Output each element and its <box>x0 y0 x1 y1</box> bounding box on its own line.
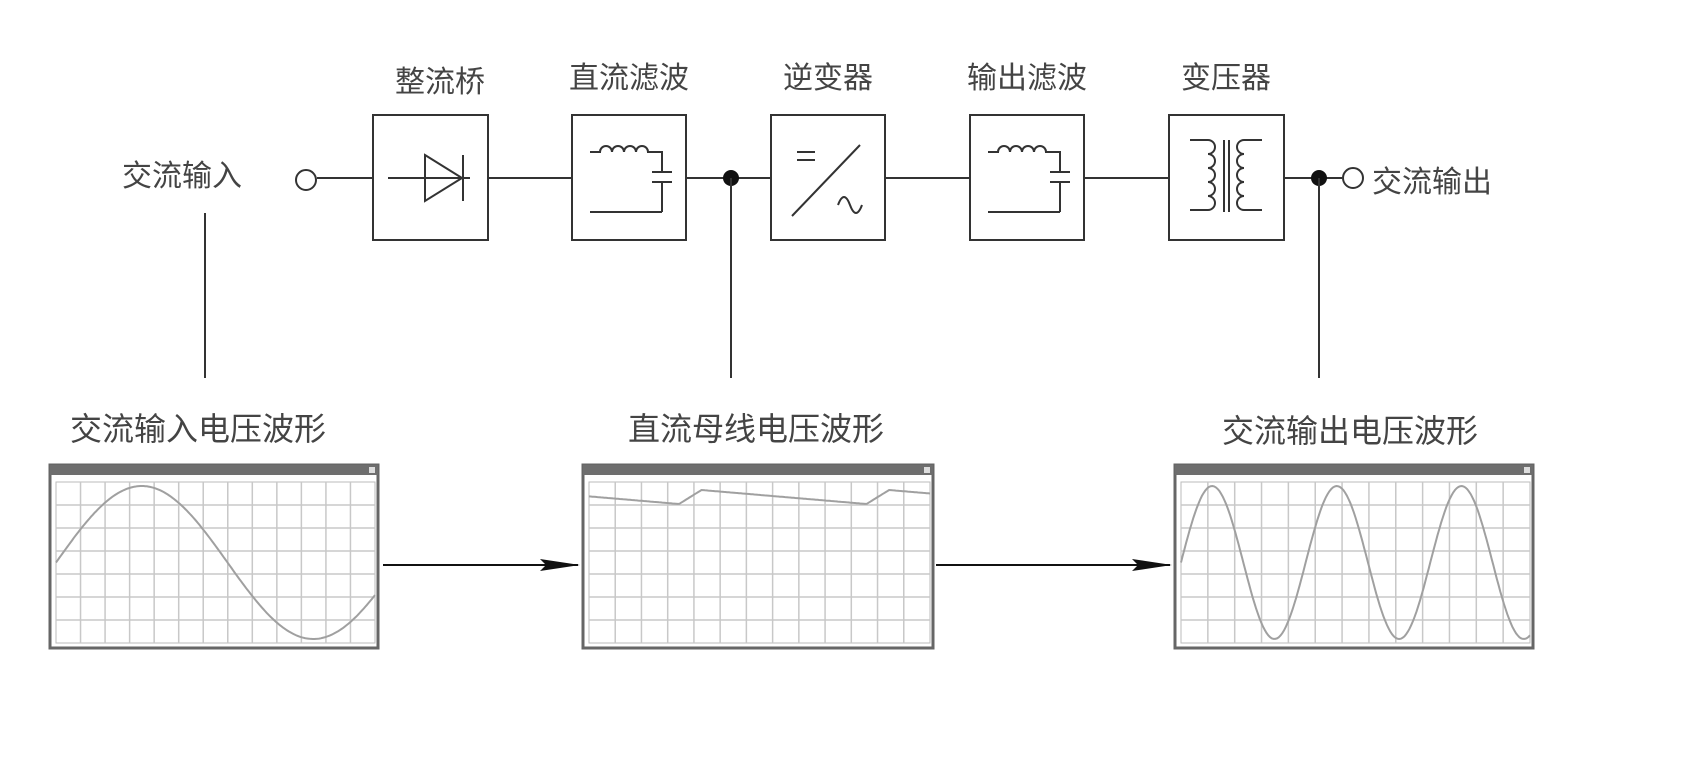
scope-titlebar <box>50 465 378 475</box>
waveform-trace <box>1180 484 1531 641</box>
scope-screen <box>55 481 376 644</box>
lc-filter-icon <box>988 145 1070 213</box>
lc-filter-icon <box>590 145 672 213</box>
close-icon[interactable] <box>924 467 930 473</box>
close-icon[interactable] <box>369 467 375 473</box>
input-terminal <box>295 169 317 191</box>
scope-screen <box>1180 481 1531 644</box>
scope-titlebar <box>1175 465 1533 475</box>
waveform-trace <box>588 488 931 505</box>
output-terminal <box>1342 167 1364 189</box>
block-label-transformer: 变压器 <box>1181 61 1271 96</box>
waveform-trace <box>55 485 376 640</box>
oscilloscope-window <box>581 463 935 650</box>
block-label-output-filter: 输出滤波 <box>967 61 1087 96</box>
diode-icon <box>388 153 470 203</box>
transformer-icon <box>1190 139 1262 212</box>
block-label-rectifier: 整流桥 <box>395 65 485 100</box>
input-label: 交流输入 <box>122 159 242 194</box>
waveform-label-output: 交流输出电压波形 <box>1222 412 1478 450</box>
dc-filter-block <box>571 114 687 241</box>
close-icon[interactable] <box>1524 467 1530 473</box>
rectifier-block <box>372 114 489 241</box>
inverter-block <box>770 114 886 241</box>
output-filter-block <box>969 114 1085 241</box>
block-label-inverter: 逆变器 <box>783 61 873 96</box>
output-label: 交流输出 <box>1372 165 1492 200</box>
transformer-block <box>1168 114 1285 241</box>
oscilloscope-window <box>48 463 380 650</box>
waveform-label-dc-bus: 直流母线电压波形 <box>628 410 884 448</box>
block-label-dc-filter: 直流滤波 <box>569 61 689 96</box>
waveform-label-input: 交流输入电压波形 <box>70 410 326 448</box>
oscilloscope-window <box>1173 463 1535 650</box>
scope-screen <box>588 481 931 644</box>
scope-titlebar <box>583 465 933 475</box>
dc-ac-inverter-icon <box>791 144 863 217</box>
